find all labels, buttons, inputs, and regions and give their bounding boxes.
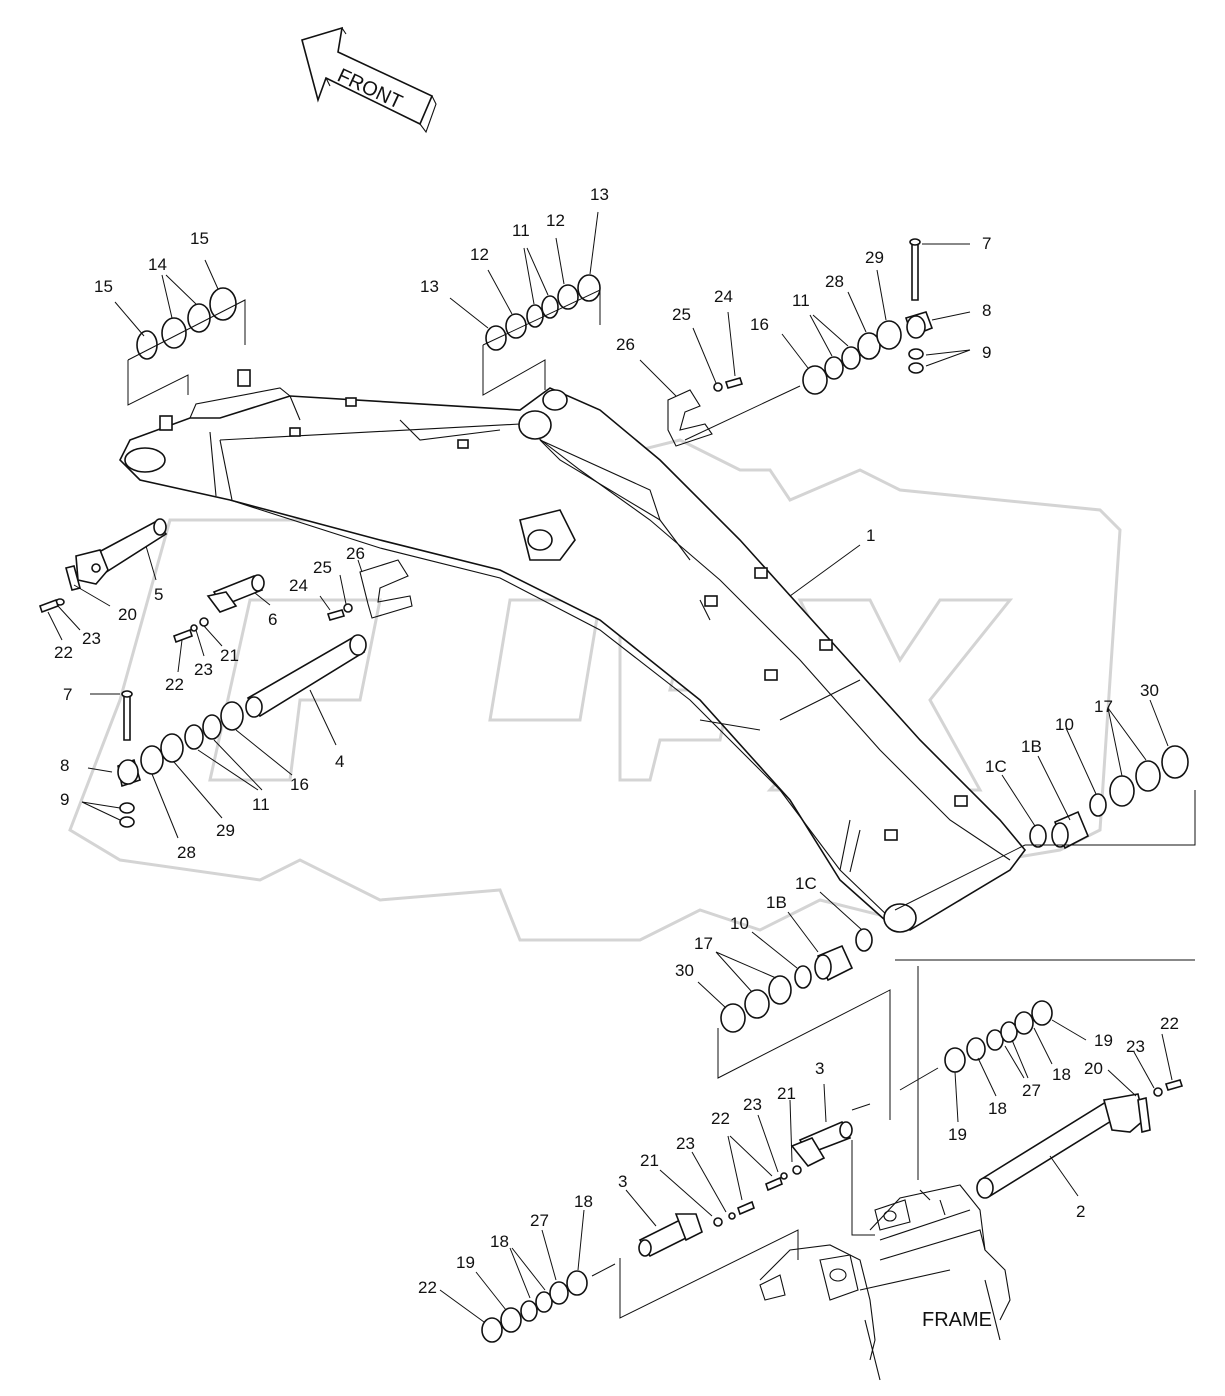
callout-label: 13 <box>590 185 609 204</box>
callout-label: 10 <box>1055 715 1074 734</box>
callout-label: 8 <box>982 301 991 320</box>
callout-label: 25 <box>313 558 332 577</box>
callout-label: 7 <box>982 234 991 253</box>
pin-2 <box>976 1079 1184 1199</box>
callout-label: 14 <box>148 255 167 274</box>
callout-label: 19 <box>1094 1031 1113 1050</box>
boom-body <box>119 369 1027 933</box>
callout-label: 12 <box>546 211 565 230</box>
callout-label: 5 <box>154 585 163 604</box>
pin-3-lower <box>619 1200 799 1319</box>
callout-label: 20 <box>118 605 137 624</box>
callout-label: 22 <box>418 1278 437 1297</box>
callout-label: 18 <box>1052 1065 1071 1084</box>
callout-label: 9 <box>982 343 991 362</box>
callout-label: 21 <box>220 646 239 665</box>
pin-3-upper <box>765 1103 875 1236</box>
callout-label: 18 <box>490 1232 509 1251</box>
pin-6 <box>172 574 265 644</box>
callout-label: 1 <box>866 526 875 545</box>
callout-label: 15 <box>190 229 209 248</box>
callout-label: 8 <box>60 756 69 775</box>
callout-label: 10 <box>730 914 749 933</box>
callout-label: 22 <box>711 1109 730 1128</box>
callout-label: 1B <box>1021 737 1042 756</box>
callout-label: 11 <box>792 291 810 310</box>
callout-label: 22 <box>165 675 184 694</box>
washer-group-bottom <box>481 1263 616 1343</box>
callout-label: 2 <box>1076 1202 1085 1221</box>
callout-label: 21 <box>640 1151 659 1170</box>
washer-group-top-middle <box>482 274 601 396</box>
callout-label: 16 <box>750 315 769 334</box>
callout-label: 7 <box>63 685 72 704</box>
callout-label: 30 <box>1140 681 1159 700</box>
frame-label: FRAME <box>922 1309 992 1331</box>
callout-label: 18 <box>574 1192 593 1211</box>
callout-label: 6 <box>268 610 277 629</box>
callout-label: 1C <box>795 874 817 893</box>
pin-4 <box>245 634 367 718</box>
callout-label: 23 <box>676 1134 695 1153</box>
callout-labels: 15 15 14 13 12 11 12 13 26 25 24 16 11 2… <box>54 185 1179 1331</box>
callout-label: 19 <box>456 1253 475 1272</box>
front-arrow: FRONT <box>301 26 437 134</box>
callout-label: 27 <box>1022 1081 1041 1100</box>
u-pin-top <box>667 377 744 447</box>
callout-label: 18 <box>988 1099 1007 1118</box>
callout-label: 26 <box>346 544 365 563</box>
callout-label: 23 <box>82 629 101 648</box>
callout-label: 23 <box>743 1095 762 1114</box>
callout-label: 28 <box>825 272 844 291</box>
callout-label: 4 <box>335 752 344 771</box>
callout-label: 1C <box>985 757 1007 776</box>
callout-label: 20 <box>1084 1059 1103 1078</box>
bolt-assembly-top-right <box>904 238 934 374</box>
callout-label: 28 <box>177 843 196 862</box>
callout-label: 12 <box>470 245 489 264</box>
callout-label: 23 <box>1126 1037 1145 1056</box>
callout-label: 17 <box>694 934 713 953</box>
callout-label: 1B <box>766 893 787 912</box>
callout-label: 25 <box>672 305 691 324</box>
callout-label: 3 <box>618 1172 627 1191</box>
callout-label: 9 <box>60 790 69 809</box>
bolt-assembly-left <box>117 690 141 828</box>
callout-label: 22 <box>1160 1014 1179 1033</box>
callout-label: 21 <box>777 1084 796 1103</box>
callout-label: 24 <box>289 576 308 595</box>
callout-label: 23 <box>194 660 213 679</box>
callout-label: 19 <box>948 1125 967 1144</box>
frame <box>759 1184 1011 1381</box>
callout-label: 22 <box>54 643 73 662</box>
callout-label: 26 <box>616 335 635 354</box>
callout-label: 27 <box>530 1211 549 1230</box>
callout-label: 29 <box>865 248 884 267</box>
bushing-group-lower <box>717 928 1195 1180</box>
callout-label: 13 <box>420 277 439 296</box>
callout-label: 17 <box>1094 697 1113 716</box>
callout-label: 3 <box>815 1059 824 1078</box>
bushing-group-right <box>894 745 1196 911</box>
washer-group-top-right <box>684 320 902 441</box>
callout-label: 16 <box>290 775 309 794</box>
u-pin-middle <box>326 559 413 621</box>
washer-group-left <box>140 701 244 775</box>
leader-lines <box>47 211 1173 1323</box>
pin-5 <box>38 518 168 614</box>
callout-label: 29 <box>216 821 235 840</box>
callout-label: 11 <box>252 795 270 814</box>
washer-group-top-left <box>127 287 246 406</box>
callout-label: 30 <box>675 961 694 980</box>
callout-label: 15 <box>94 277 113 296</box>
washer-group-right-lower <box>899 1000 1053 1091</box>
callout-label: 11 <box>512 221 530 240</box>
callout-label: 24 <box>714 287 733 306</box>
